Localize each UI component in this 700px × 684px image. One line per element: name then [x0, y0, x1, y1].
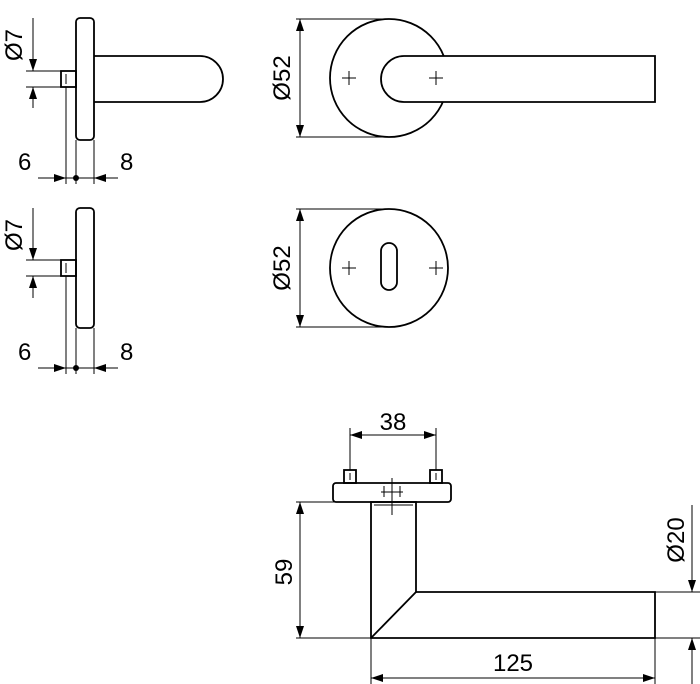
spacing-arrow-left: [350, 431, 362, 439]
side-view-lever: Ø7 6 8: [1, 17, 224, 184]
center-dot: [73, 175, 79, 181]
top-view-lever: 38 59 125 Ø20: [271, 409, 700, 684]
dia-arrow-top: [296, 19, 304, 31]
front-view-lever-rose: Ø52: [269, 18, 656, 138]
length-arrow-left: [371, 674, 383, 682]
dim-fixing-spacing: 38: [380, 409, 407, 436]
dim-left-offset: 6: [18, 339, 31, 366]
offset-arrow-left: [54, 174, 66, 182]
dim-pin-diameter: Ø7: [1, 219, 28, 251]
dim-lever-diameter: Ø20: [663, 517, 690, 562]
screw-cross-right: [429, 71, 443, 85]
dim-right-offset: 8: [120, 149, 133, 176]
screw-cross-left: [342, 261, 356, 275]
center-dot: [73, 365, 79, 371]
rose-profile: [75, 17, 95, 141]
screw-cross-right: [429, 261, 443, 275]
dia-arrow-top: [296, 209, 304, 221]
pin-arrow-down: [29, 248, 37, 260]
lever-bend-line: [370, 591, 417, 639]
dim-right-offset: 8: [120, 339, 133, 366]
pin-arrow-up: [29, 87, 37, 99]
pin-arrow-down: [29, 59, 37, 71]
axis-detail: [381, 486, 403, 497]
lever-dia-arrow-down: [688, 580, 696, 592]
keyhole: [380, 242, 398, 291]
lever-shape: [370, 501, 656, 639]
offset-arrow-right: [94, 174, 106, 182]
dim-rose-diameter: Ø52: [269, 245, 296, 290]
rose-profile: [75, 207, 95, 329]
lever-profile: [94, 55, 224, 103]
length-arrow-right: [643, 674, 655, 682]
dim-height: 59: [271, 559, 298, 586]
front-view-keyhole-rose: Ø52: [269, 208, 449, 328]
lever-outline: [380, 55, 656, 103]
side-view-escutcheon: Ø7 6 8: [1, 207, 133, 374]
lever-dia-arrow-up: [688, 638, 696, 650]
dia-arrow-bottom: [296, 315, 304, 327]
dia-arrow-bottom: [296, 125, 304, 137]
screw-cross-left: [342, 71, 356, 85]
dim-left-offset: 6: [18, 149, 31, 176]
offset-arrow-left: [54, 364, 66, 372]
dim-length: 125: [493, 650, 533, 677]
pin-arrow-up: [29, 276, 37, 288]
pin-profile: [60, 259, 77, 277]
dim-pin-diameter: Ø7: [1, 29, 28, 61]
pin-profile: [60, 70, 77, 88]
offset-arrow-right: [94, 364, 106, 372]
dim-rose-diameter: Ø52: [269, 55, 296, 100]
height-arrow-bottom: [296, 626, 304, 638]
height-arrow-top: [296, 502, 304, 514]
spacing-arrow-right: [424, 431, 436, 439]
